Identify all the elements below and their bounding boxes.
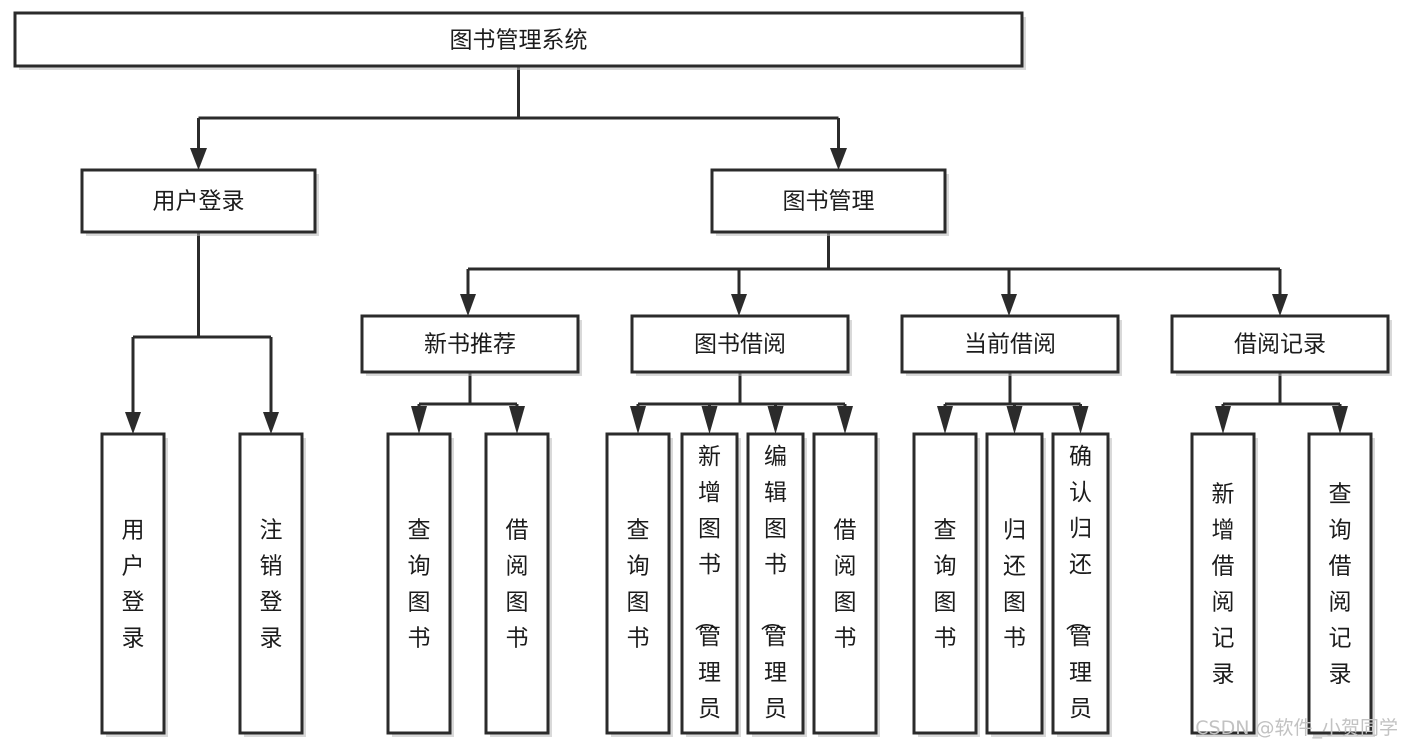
- arrow-records-to-leaf1: [1215, 406, 1231, 434]
- node-leaf-query-books-borrow-box[interactable]: [605, 432, 671, 735]
- node-title-label: 图书管理系统: [450, 28, 588, 54]
- node-leaf-confirm-return-admin[interactable]: 确认归还（管理员）: [1051, 432, 1112, 747]
- arrow-borrow-to-leaf1: [630, 406, 646, 434]
- node-leaf-borrow-books-rec[interactable]: 借阅图书: [484, 432, 552, 737]
- arrow-root-to-user-login: [190, 148, 207, 170]
- node-leaf-confirm-return-admin-label: 确认归还（管理员）: [1063, 444, 1092, 747]
- node-user-login[interactable]: 用户登录: [80, 168, 319, 236]
- arrow-records-to-leaf2: [1332, 406, 1348, 434]
- node-borrowing-records[interactable]: 借阅记录: [1170, 314, 1392, 376]
- arrow-bookmgmt-to-rec: [460, 294, 476, 316]
- node-title-box[interactable]: [13, 11, 1024, 68]
- node-leaf-query-borrow-record-label: 查询借阅记录: [1329, 482, 1352, 688]
- node-leaf-borrow-book[interactable]: 借阅图书: [812, 432, 880, 737]
- node-new-book-recommendation[interactable]: 新书推荐: [360, 314, 582, 376]
- node-leaf-add-borrow-record[interactable]: 新增借阅记录: [1190, 432, 1258, 737]
- node-leaf-borrow-book-label: 借阅图书: [834, 518, 857, 652]
- node-leaf-borrow-book-box[interactable]: [812, 432, 878, 735]
- arrow-borrow-to-leaf2: [701, 406, 718, 434]
- node-leaf-add-book-admin-box[interactable]: [680, 432, 739, 735]
- node-leaf-logout-login-label: 注销登录: [260, 518, 283, 652]
- node-leaf-edit-book-admin-box[interactable]: [746, 432, 805, 735]
- node-leaf-query-books-current[interactable]: 查询图书: [912, 432, 980, 737]
- node-leaf-query-borrow-record-box[interactable]: [1307, 432, 1373, 735]
- node-book-borrowing[interactable]: 图书借阅: [630, 314, 852, 376]
- arrow-bookmgmt-to-current: [1001, 294, 1017, 316]
- node-leaf-query-books-borrow-label: 查询图书: [627, 518, 650, 652]
- node-leaf-confirm-return-admin-box[interactable]: [1051, 432, 1110, 735]
- node-leaf-query-books-rec-label: 查询图书: [408, 518, 431, 652]
- arrow-current-to-leaf3: [1072, 406, 1089, 434]
- arrow-borrow-to-leaf4: [837, 406, 853, 434]
- node-leaf-add-book-admin-label: 新增图书（管理员）: [692, 444, 721, 747]
- node-leaf-query-borrow-record[interactable]: 查询借阅记录: [1307, 432, 1375, 737]
- node-leaf-edit-book-admin-label: 编辑图书（管理员）: [758, 444, 787, 747]
- node-leaf-query-books-current-label: 查询图书: [934, 518, 957, 652]
- arrow-userlogin-to-leaf2: [263, 412, 279, 434]
- node-borrowing-records-label: 借阅记录: [1234, 332, 1326, 358]
- node-book-management[interactable]: 图书管理: [710, 168, 949, 236]
- arrow-rec-to-leaf1: [411, 406, 427, 434]
- leaf-nodes-layer: 用户登录 注销登录 查询图书 借阅图书 查询图书 新增图书（管理员） 编辑图书（管理员） 借阅…: [100, 432, 1375, 747]
- node-title[interactable]: 图书管理系统: [13, 11, 1026, 70]
- node-book-borrowing-label: 图书借阅: [694, 332, 786, 358]
- node-leaf-add-borrow-record-box[interactable]: [1190, 432, 1256, 735]
- node-leaf-user-login[interactable]: 用户登录: [100, 432, 168, 737]
- arrow-rec-to-leaf2: [509, 406, 525, 434]
- node-new-book-recommendation-label: 新书推荐: [424, 332, 516, 358]
- node-leaf-query-books-rec[interactable]: 查询图书: [386, 432, 454, 737]
- node-leaf-query-books-current-box[interactable]: [912, 432, 978, 735]
- node-leaf-query-books-borrow[interactable]: 查询图书: [605, 432, 673, 737]
- node-current-borrowing-label: 当前借阅: [964, 332, 1056, 358]
- node-current-borrowing[interactable]: 当前借阅: [900, 314, 1122, 376]
- arrow-borrow-to-leaf3: [767, 406, 784, 434]
- node-leaf-logout-login[interactable]: 注销登录: [238, 432, 306, 737]
- node-new-book-recommendation-box[interactable]: [360, 314, 580, 374]
- arrow-bookmgmt-to-borrow: [731, 294, 747, 316]
- node-user-login-label: 用户登录: [153, 189, 245, 215]
- arrow-bookmgmt-to-records: [1272, 294, 1288, 316]
- arrow-userlogin-to-leaf1: [125, 412, 141, 434]
- arrow-root-to-book-management: [830, 148, 847, 170]
- node-book-borrowing-box[interactable]: [630, 314, 850, 374]
- arrow-current-to-leaf2: [1006, 406, 1023, 434]
- node-leaf-return-book-box[interactable]: [985, 432, 1044, 735]
- node-leaf-user-login-box[interactable]: [100, 432, 166, 735]
- node-leaf-return-book[interactable]: 归还图书: [985, 432, 1046, 737]
- node-current-borrowing-box[interactable]: [900, 314, 1120, 374]
- csdn-watermark: CSDN @软件_小贺同学: [1195, 717, 1398, 739]
- node-book-management-label: 图书管理: [783, 189, 875, 215]
- node-book-management-box[interactable]: [710, 168, 947, 234]
- node-leaf-edit-book-admin[interactable]: 编辑图书（管理员）: [746, 432, 807, 747]
- connectors-layer: [125, 66, 1348, 434]
- node-leaf-add-book-admin[interactable]: 新增图书（管理员）: [680, 432, 741, 747]
- node-leaf-borrow-books-rec-box[interactable]: [484, 432, 550, 735]
- arrow-current-to-leaf1: [937, 406, 953, 434]
- node-leaf-logout-login-box[interactable]: [238, 432, 304, 735]
- node-leaf-borrow-books-rec-label: 借阅图书: [506, 518, 529, 652]
- node-leaf-user-login-label: 用户登录: [122, 518, 145, 652]
- node-user-login-box[interactable]: [80, 168, 317, 234]
- node-leaf-return-book-label: 归还图书: [1003, 518, 1026, 652]
- node-borrowing-records-box[interactable]: [1170, 314, 1390, 374]
- node-leaf-add-borrow-record-label: 新增借阅记录: [1212, 482, 1235, 688]
- node-leaf-query-books-rec-box[interactable]: [386, 432, 452, 735]
